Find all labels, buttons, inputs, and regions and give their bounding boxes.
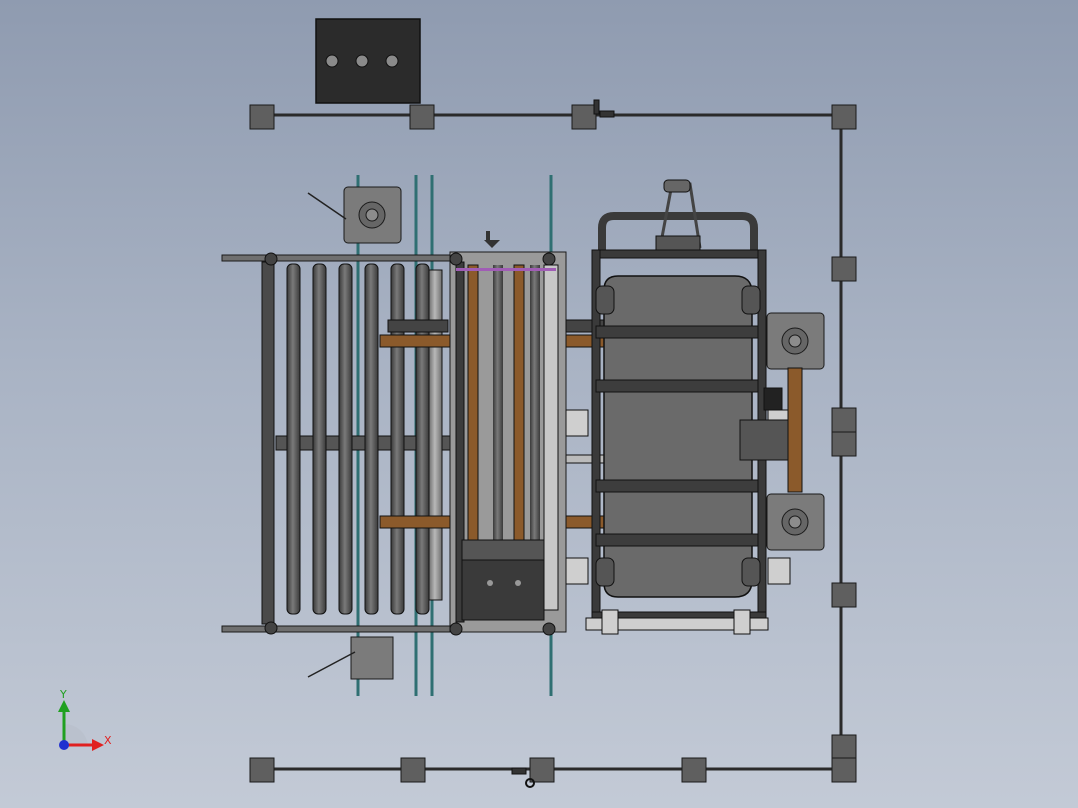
- axis-y-label: Y: [59, 688, 67, 701]
- motor-plate-right-bottom[interactable]: [766, 493, 825, 551]
- lift-module[interactable]: [449, 231, 567, 636]
- cart-tray[interactable]: [595, 275, 759, 598]
- coordinate-triad-icon: Y X: [58, 688, 112, 751]
- right-drive-beam: [739, 367, 803, 493]
- motor-plate-right-top[interactable]: [766, 312, 825, 370]
- control-box[interactable]: [315, 18, 421, 104]
- motor-plate-bottom-left[interactable]: [307, 636, 394, 680]
- motor-plate-top-left[interactable]: [307, 186, 402, 244]
- axis-x-label: X: [104, 734, 112, 747]
- frame-pads[interactable]: [249, 104, 857, 783]
- cable-clip: [511, 99, 615, 788]
